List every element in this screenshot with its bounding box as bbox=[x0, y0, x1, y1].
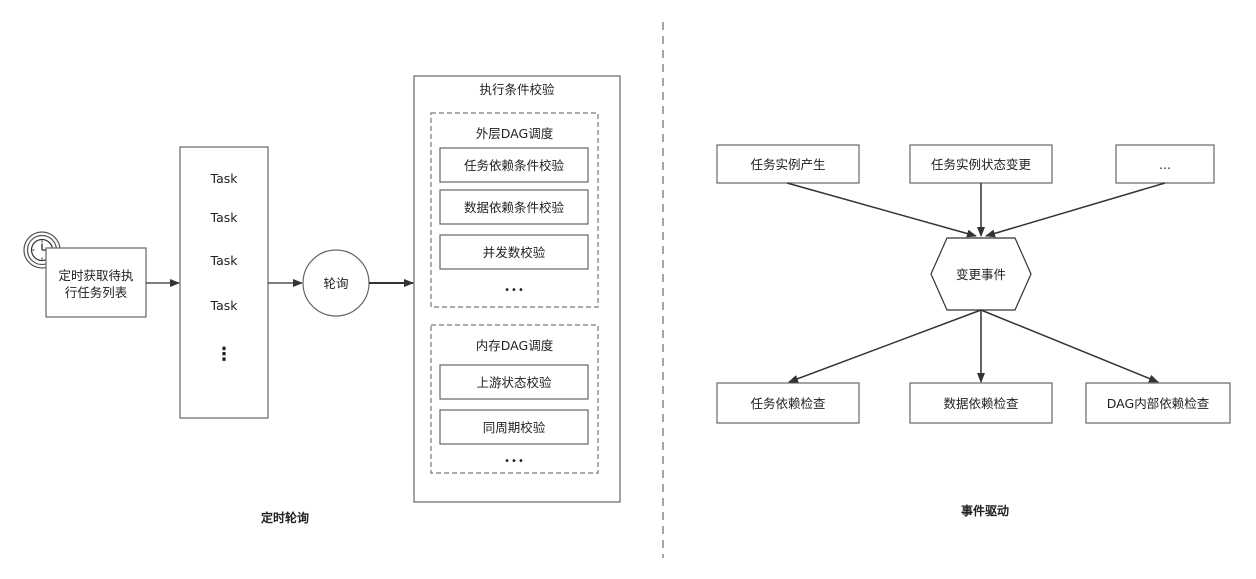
task-item-3: Task bbox=[210, 252, 238, 268]
start-task-label-line2: 行任务列表 bbox=[64, 285, 128, 300]
outer-more: ••• bbox=[504, 284, 525, 296]
inner-item-box-1 bbox=[439, 364, 589, 400]
task-item-2: Task bbox=[210, 209, 238, 225]
outer-item-2: 数据依赖条件校验 bbox=[463, 199, 564, 215]
task-item-4: Task bbox=[210, 297, 238, 313]
start-task-label: 定时获取待执 行任务列表 bbox=[47, 266, 145, 302]
target-box-2 bbox=[909, 382, 1053, 424]
outer-item-3: 并发数校验 bbox=[482, 244, 546, 260]
arrow-source3-to-event bbox=[985, 182, 1166, 238]
task-item-1: Task bbox=[210, 170, 238, 186]
start-task-label-line1: 定时获取待执 bbox=[58, 268, 134, 283]
inner-item-1: 上游状态校验 bbox=[476, 374, 552, 390]
event-hexagon bbox=[930, 237, 1032, 311]
task-more: ⋮ bbox=[215, 343, 233, 365]
outer-item-1: 任务依赖条件校验 bbox=[463, 157, 564, 173]
outer-item-box-3 bbox=[439, 234, 589, 270]
outer-dag-group bbox=[430, 112, 599, 308]
inner-dag-group bbox=[430, 324, 599, 474]
event-label: 变更事件 bbox=[955, 266, 1006, 282]
arrow-event-to-target3 bbox=[980, 309, 1159, 383]
source-box-1 bbox=[716, 144, 860, 184]
source-1: 任务实例产生 bbox=[750, 156, 826, 172]
left-caption: 定时轮询 bbox=[260, 511, 309, 525]
outer-dag-title: 外层DAG调度 bbox=[475, 125, 554, 141]
right-caption: 事件驱动 bbox=[960, 504, 1009, 518]
arrow-source1-to-event bbox=[786, 182, 977, 238]
target-box-3 bbox=[1085, 382, 1231, 424]
task-list-box bbox=[179, 146, 269, 419]
inner-more: ••• bbox=[504, 455, 525, 467]
source-box-3 bbox=[1115, 144, 1215, 184]
source-3: ... bbox=[1159, 156, 1171, 172]
poll-label: 轮询 bbox=[323, 275, 349, 291]
arrow-event-to-target1 bbox=[788, 309, 982, 383]
target-3: DAG内部依赖检查 bbox=[1106, 395, 1210, 411]
source-box-2 bbox=[909, 144, 1053, 184]
target-1: 任务依赖检查 bbox=[750, 395, 826, 411]
inner-item-box-2 bbox=[439, 409, 589, 445]
target-2: 数据依赖检查 bbox=[943, 395, 1019, 411]
outer-item-box-2 bbox=[439, 189, 589, 225]
check-title: 执行条件校验 bbox=[479, 81, 555, 97]
source-2: 任务实例状态变更 bbox=[930, 156, 1031, 172]
inner-item-2: 同周期校验 bbox=[482, 419, 546, 435]
target-box-1 bbox=[716, 382, 860, 424]
outer-item-box-1 bbox=[439, 147, 589, 183]
inner-dag-title: 内存DAG调度 bbox=[475, 337, 554, 353]
start-task-box bbox=[45, 247, 147, 318]
